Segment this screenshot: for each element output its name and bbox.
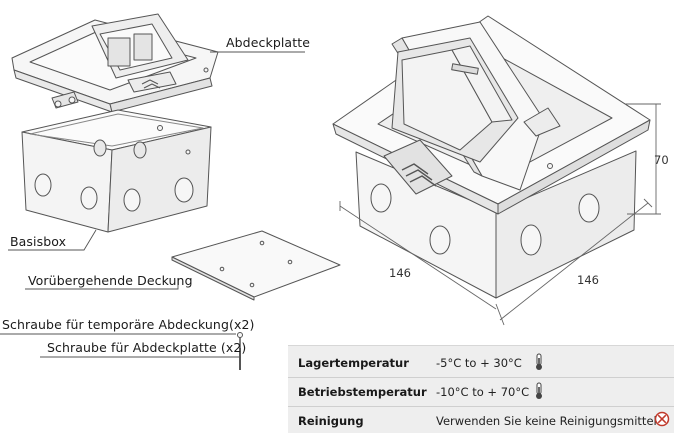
- spec-row-cleaning: Reinigung Verwenden Sie keine Reinigungs…: [288, 406, 674, 435]
- spec-row-storage: Lagertemperatur -5°C to + 30°C: [288, 348, 674, 377]
- leader-lines: [0, 51, 305, 358]
- temporary-cover-label: Vorübergehende Deckung: [28, 273, 193, 288]
- thermometer-icon: [536, 382, 542, 399]
- height-dimension: 70: [654, 153, 669, 167]
- screws-drawing: [237, 332, 243, 370]
- spec-label: Betriebstemperatur: [298, 385, 427, 399]
- base-box-drawing: [21, 109, 212, 233]
- spec-label: Reinigung: [298, 414, 364, 428]
- screw-cover-plate-label: Schraube für Abdeckplatte (x2): [47, 340, 247, 355]
- spec-row-operating: Betriebstemperatur -10°C to + 70°C: [288, 377, 674, 406]
- thermometer-icon: [536, 353, 542, 370]
- temporary-cover-drawing: [171, 230, 341, 301]
- width-left-dimension: 146: [389, 266, 411, 280]
- screw-temporary-cover-label: Schraube für temporäre Abdeckung(x2): [2, 317, 255, 332]
- spec-table: Lagertemperatur -5°C to + 30°C Betriebst…: [288, 345, 674, 433]
- dimension-lines: [339, 103, 661, 326]
- spec-value: -5°C to + 30°C: [436, 356, 522, 370]
- assembled-unit-drawing: [332, 15, 651, 299]
- spec-value: Verwenden Sie keine Reinigungsmittel.: [436, 414, 661, 428]
- spec-label: Lagertemperatur: [298, 356, 409, 370]
- base-box-label: Basisbox: [10, 234, 67, 249]
- spec-divider: [288, 377, 674, 378]
- spec-divider: [288, 406, 674, 407]
- cover-plate-drawing: [11, 13, 219, 113]
- spec-value: -10°C to + 70°C: [436, 385, 530, 399]
- no-cleaning-icon: [654, 411, 670, 427]
- cover-plate-label: Abdeckplatte: [226, 35, 310, 50]
- width-right-dimension: 146: [577, 273, 599, 287]
